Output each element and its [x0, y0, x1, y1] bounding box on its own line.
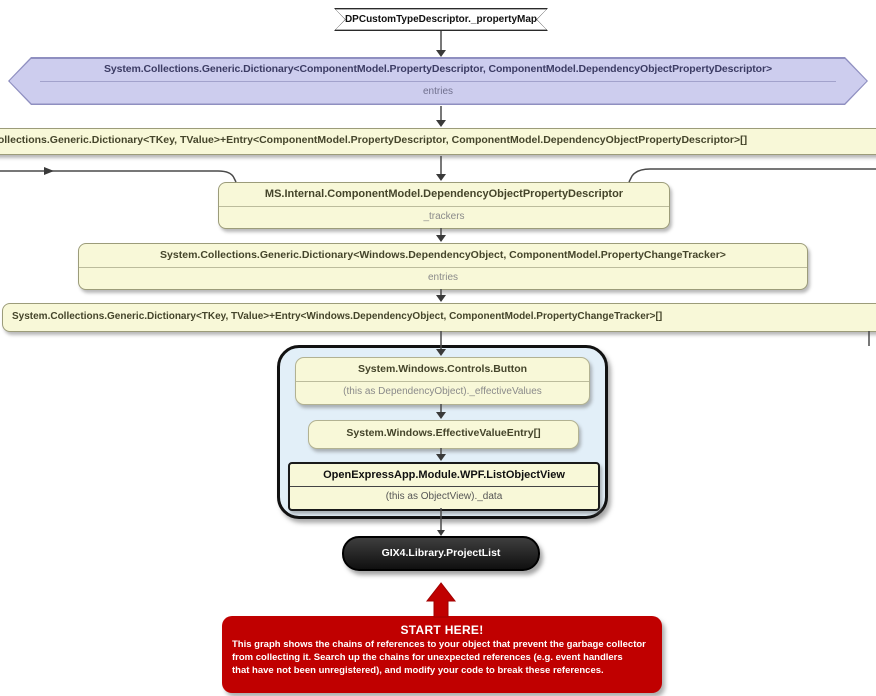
list-object-view-node[interactable]: OpenExpressApp.Module.WPF.ListObjectView…	[288, 462, 600, 511]
edge-offscreen-left	[0, 167, 237, 183]
dependency-object-property-descriptor-node[interactable]: MS.Internal.ComponentModel.DependencyObj…	[218, 182, 670, 229]
target-object-label: GIX4.Library.ProjectList	[381, 547, 501, 559]
start-here-line3: that have not been unregistered), and mo…	[232, 665, 604, 676]
dictionary-hexagon-divider	[40, 81, 836, 82]
edge-root-to-dictionary	[436, 31, 446, 57]
edge-dictionary-to-entry1	[436, 106, 446, 127]
target-object-node[interactable]: GIX4.Library.ProjectList	[342, 536, 540, 571]
node-title: MS.Internal.ComponentModel.DependencyObj…	[264, 188, 624, 200]
start-here-line1: This graph shows the chains of reference…	[232, 639, 646, 650]
root-reference-node-fill	[336, 9, 547, 29]
node-field-label: (this as DependencyObject)._effectiveVal…	[296, 381, 589, 402]
start-here-title: START HERE!	[400, 623, 484, 637]
node-title: System.Windows.EffectiveValueEntry[]	[346, 427, 541, 439]
button-node[interactable]: System.Windows.Controls.Button (this as …	[295, 357, 590, 405]
root-reference-label: DPCustomTypeDescriptor._propertyMap	[344, 14, 538, 25]
edge-entry1-to-descriptor	[436, 156, 446, 181]
entry-array-node-property-change-tracker[interactable]: System.Collections.Generic.Dictionary<TK…	[2, 303, 876, 332]
start-here-line2: from collecting it. Search up the chains…	[232, 652, 623, 663]
edge-offscreen-right	[628, 168, 876, 183]
node-title: System.Collections.Generic.Dictionary<Wi…	[160, 249, 726, 261]
entry-array-node-property-descriptor[interactable]: System.Collections.Generic.Dictionary<TK…	[0, 128, 876, 155]
dictionary-hexagon-field: entries	[422, 86, 453, 97]
node-field-label: (this as ObjectView)._data	[290, 486, 598, 507]
start-here-arrow-icon	[425, 582, 457, 618]
node-title: OpenExpressApp.Module.WPF.ListObjectView	[323, 469, 565, 481]
effective-value-entry-node[interactable]: System.Windows.EffectiveValueEntry[]	[308, 420, 579, 449]
entry-array-node-title: System.Collections.Generic.Dictionary<TK…	[12, 311, 663, 322]
root-reference-node-shape[interactable]	[334, 8, 548, 31]
dictionary-hexagon-title: System.Collections.Generic.Dictionary<Co…	[103, 63, 772, 75]
dictionary-hexagon-node[interactable]	[8, 57, 868, 105]
edge-descriptor-to-dictionary2	[436, 228, 446, 242]
dictionary-property-change-tracker-node[interactable]: System.Collections.Generic.Dictionary<Wi…	[78, 243, 808, 290]
node-title: System.Windows.Controls.Button	[357, 363, 528, 375]
node-field-label: _trackers	[219, 206, 669, 227]
start-here-callout: START HERE! This graph shows the chains …	[222, 616, 662, 693]
node-field-label: entries	[79, 267, 807, 288]
edge-dictionary2-to-entry2	[436, 289, 446, 302]
entry-array-node-title: System.Collections.Generic.Dictionary<TK…	[0, 134, 748, 146]
